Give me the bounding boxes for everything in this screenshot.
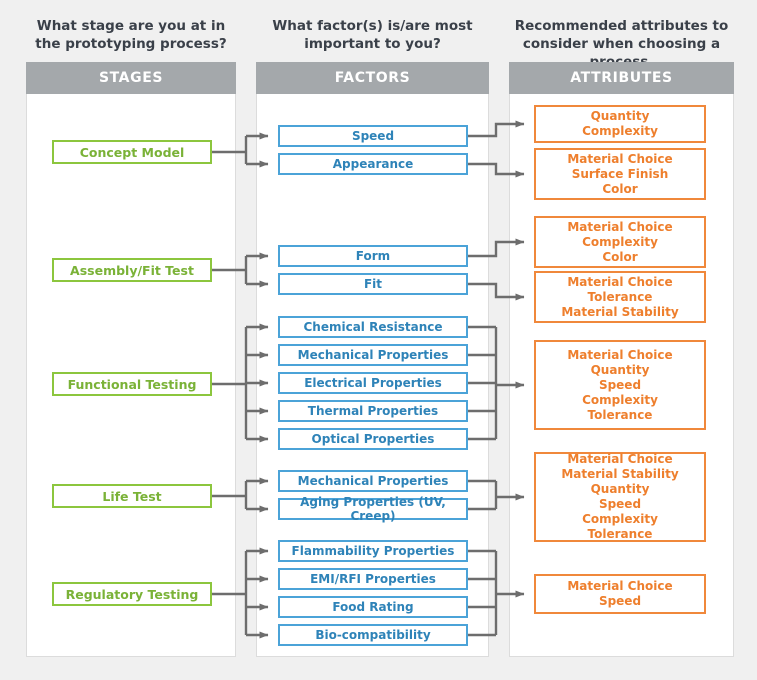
factor-node-2-label: Form xyxy=(355,249,391,263)
factor-node-12[interactable]: EMI/RFI Properties xyxy=(278,568,468,590)
factor-node-6-label: Electrical Properties xyxy=(304,376,442,390)
factor-node-9[interactable]: Mechanical Properties xyxy=(278,470,468,492)
factor-node-11[interactable]: Flammability Properties xyxy=(278,540,468,562)
factor-node-5[interactable]: Mechanical Properties xyxy=(278,344,468,366)
stages-question: What stage are you at in the prototyping… xyxy=(35,18,227,52)
factor-node-9-label: Mechanical Properties xyxy=(297,474,449,488)
factor-node-13[interactable]: Food Rating xyxy=(278,596,468,618)
stage-node-4[interactable]: Regulatory Testing xyxy=(52,582,212,606)
factor-node-10[interactable]: Aging Properties (UV, Creep) xyxy=(278,495,468,523)
factor-node-4[interactable]: Chemical Resistance xyxy=(278,316,468,338)
stage-node-4-label: Regulatory Testing xyxy=(65,586,199,602)
factor-node-3[interactable]: Fit xyxy=(278,273,468,295)
stage-node-1[interactable]: Assembly/Fit Test xyxy=(52,258,212,282)
stage-node-0-label: Concept Model xyxy=(79,144,185,160)
factor-node-7[interactable]: Thermal Properties xyxy=(278,400,468,422)
stage-node-3[interactable]: Life Test xyxy=(52,484,212,508)
factor-node-4-label: Chemical Resistance xyxy=(303,320,443,334)
factor-node-7-label: Thermal Properties xyxy=(307,404,439,418)
stages-column-header: STAGES xyxy=(26,62,236,94)
factor-node-0-label: Speed xyxy=(351,129,395,143)
stage-node-0[interactable]: Concept Model xyxy=(52,140,212,164)
factor-node-8[interactable]: Optical Properties xyxy=(278,428,468,450)
factor-node-1-label: Appearance xyxy=(332,157,414,171)
factor-node-1[interactable]: Appearance xyxy=(278,153,468,175)
attributes-column-header: ATTRIBUTES xyxy=(509,62,734,94)
factor-node-8-label: Optical Properties xyxy=(311,432,435,446)
factor-node-3-label: Fit xyxy=(363,277,383,291)
stage-node-1-label: Assembly/Fit Test xyxy=(70,262,194,278)
factor-node-14[interactable]: Bio-compatibility xyxy=(278,624,468,646)
factor-node-12-label: EMI/RFI Properties xyxy=(310,572,436,586)
factor-node-2[interactable]: Form xyxy=(278,245,468,267)
stage-node-2[interactable]: Functional Testing xyxy=(52,372,212,396)
factors-question: What factor(s) is/are most important to … xyxy=(272,18,473,52)
factor-node-11-label: Flammability Properties xyxy=(291,544,455,558)
factor-node-10-label: Aging Properties (UV, Creep) xyxy=(300,495,446,523)
factor-node-5-label: Mechanical Properties xyxy=(297,348,449,362)
factor-node-14-label: Bio-compatibility xyxy=(315,628,431,642)
factors-column-header: FACTORS xyxy=(256,62,489,94)
stage-node-2-label: Functional Testing xyxy=(67,376,197,392)
stage-node-3-label: Life Test xyxy=(102,488,162,504)
factor-node-6[interactable]: Electrical Properties xyxy=(278,372,468,394)
factor-node-13-label: Food Rating xyxy=(332,600,414,614)
factor-node-0[interactable]: Speed xyxy=(278,125,468,147)
